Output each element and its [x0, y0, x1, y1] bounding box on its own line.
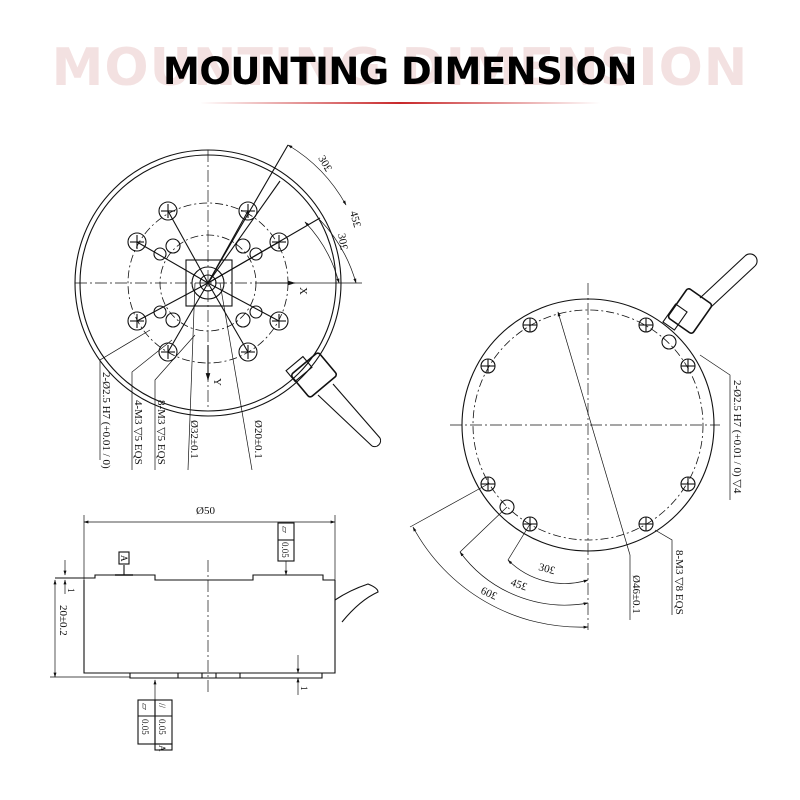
angle-label-30-top: 30£ — [315, 154, 334, 175]
flatness-value-top: 0.05 — [280, 542, 290, 558]
page-title: MOUNTING DIMENSION — [163, 50, 637, 93]
callout-dia-20: Ø20±0.1 — [252, 420, 264, 459]
parallel-symbol: // — [157, 703, 167, 709]
x-axis-label: X — [297, 287, 309, 295]
flatness-value-bottom: 0.05 — [140, 719, 150, 735]
y-axis-label: Y — [211, 378, 223, 386]
parallelism-value: 0.05 — [157, 719, 167, 735]
dim-step-bottom: 1 — [299, 686, 309, 691]
title-underline — [200, 102, 600, 104]
cable-gland-top — [285, 352, 382, 448]
angle-label-60-bottom-view: 60£ — [479, 585, 499, 603]
datum-a-label: A — [119, 555, 129, 562]
callout-dia-32: Ø32±0.1 — [188, 420, 200, 459]
flatness-symbol-bottom: ▱ — [140, 703, 150, 710]
flatness-symbol-top: ▱ — [280, 526, 290, 533]
header: MOUNTING DIMENSION MOUNTING DIMENSION — [0, 0, 800, 110]
angle-label-45-bottom-view: 45£ — [509, 577, 529, 594]
callout-8-m3-bottom: 8-M3 ▽8 EQS — [673, 550, 685, 615]
angle-label-30-bottom-view: 30£ — [537, 561, 557, 577]
angle-label-30-bottom: 30£ — [335, 232, 350, 251]
angle-label-45: 45£ — [347, 210, 363, 230]
top-view: X Y — [74, 144, 382, 471]
callout-pin-hole-top: 2-Ø2.5 H7 (+0.01 / 0) — [100, 372, 112, 469]
bottom-view: Ø46±0.1 2-Ø2.5 H7 (+0.01 / 0) ▽4 8-M3 ▽8… — [409, 253, 758, 630]
parallelism-datum: A — [157, 745, 167, 752]
cable-gland-bottom — [662, 253, 758, 334]
dim-diameter-50: Ø50 — [196, 505, 215, 517]
callout-8-m3-top: 8-M3 ▽5 EQS — [155, 400, 167, 465]
dim-height: 20±0.2 — [57, 605, 69, 636]
callout-dia-46: Ø46±0.1 — [630, 575, 642, 614]
dim-step-top: 1 — [66, 588, 76, 593]
title-shadow-text: MOUNTING DIMENSION — [51, 38, 749, 98]
callout-4-m3: 4-M3 ▽5 EQS — [132, 400, 144, 465]
side-view: Ø50 20±0.2 1 1 A ▱ 0.05 — [50, 505, 379, 752]
callout-pin-hole-bottom: 2-Ø2.5 H7 (+0.01 / 0) ▽4 — [731, 380, 743, 494]
